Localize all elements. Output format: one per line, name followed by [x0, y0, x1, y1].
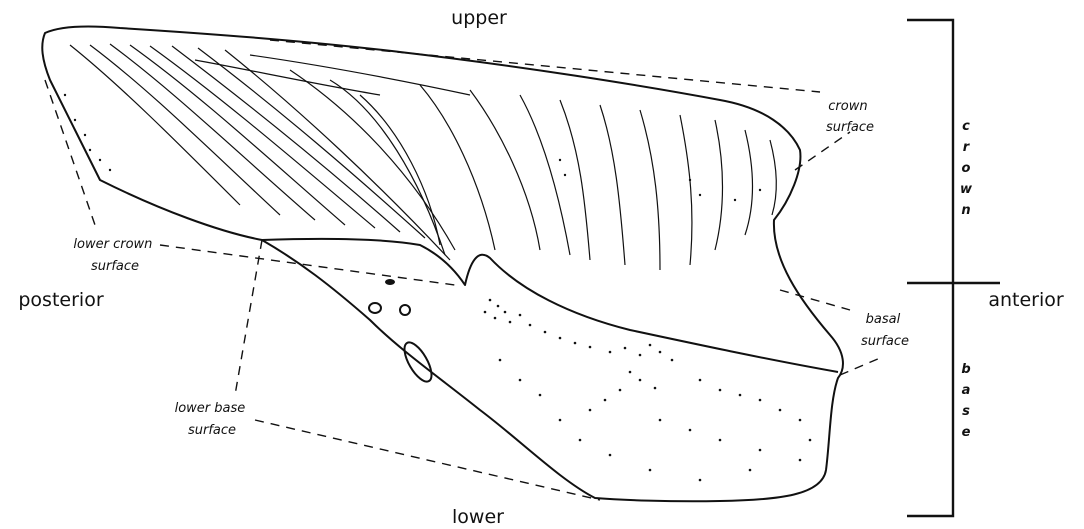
- bracket-line: [907, 20, 953, 516]
- label-posterior: posterior: [18, 289, 103, 311]
- leader-lower-base-a: [235, 240, 262, 395]
- label-lower: lower: [452, 506, 504, 528]
- label-anterior: anterior: [988, 289, 1064, 311]
- bracket-base-word: b a s e: [961, 362, 970, 440]
- bracket-crown-word: c r o w n: [960, 119, 973, 218]
- stippling: [64, 94, 812, 482]
- crown-letter: w: [960, 182, 973, 197]
- crown-letter: o: [962, 161, 971, 176]
- label-crown-surface: crown surface: [826, 99, 874, 135]
- leader-basal-b: [840, 358, 880, 375]
- specimen-illustration: [42, 26, 843, 501]
- base-letter: e: [962, 425, 971, 440]
- leader-basal-a: [780, 290, 850, 310]
- label-lower-base-surface: lower base surface: [175, 401, 250, 438]
- specimen-outline: [42, 26, 843, 501]
- base-letter: s: [962, 404, 970, 419]
- base-letter: b: [961, 362, 970, 377]
- base-pit: [400, 305, 410, 315]
- crown-base-boundary: [262, 239, 838, 372]
- base-pit: [369, 303, 381, 313]
- crown-letter: r: [963, 140, 971, 155]
- leader-lower-crown-a: [45, 80, 95, 225]
- label-lower-crown-surface: lower crown surface: [73, 237, 156, 274]
- crown-letter: n: [961, 203, 970, 218]
- leader-lower-crown-b: [160, 245, 455, 285]
- leader-lower-base-b: [255, 420, 600, 500]
- leader-crown-surface: [270, 40, 820, 92]
- base-pit: [385, 279, 395, 285]
- label-basal-surface: basal surface: [861, 312, 909, 349]
- crown-letter: c: [962, 119, 970, 134]
- base-letter: a: [962, 383, 971, 398]
- leader-crown-surface-b: [795, 132, 850, 170]
- crown-base-bracket: [907, 20, 1000, 516]
- label-upper: upper: [451, 7, 507, 29]
